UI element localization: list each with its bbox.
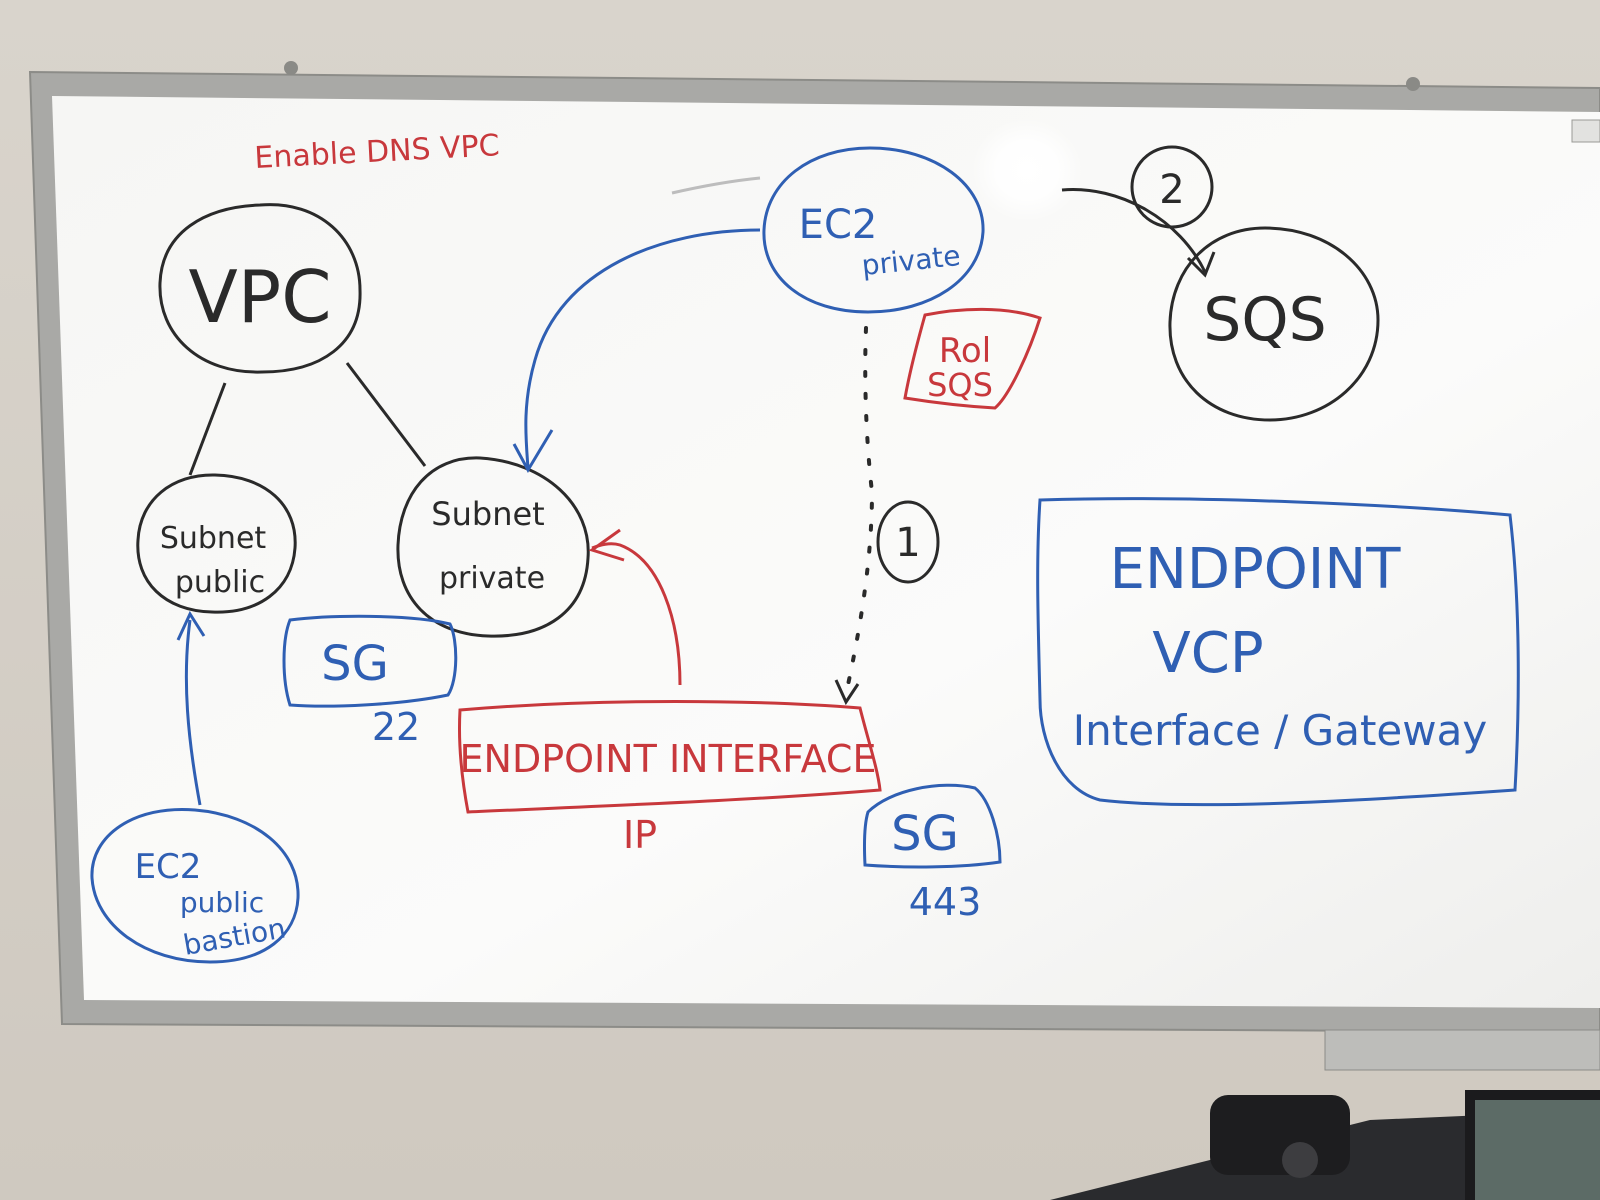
subnet-private-label-1: Subnet — [431, 495, 544, 533]
endpoint-box-line1: ENDPOINT — [1110, 537, 1402, 602]
ec2-public-label-2: public — [180, 886, 264, 919]
light-glare — [971, 118, 1083, 222]
endpoint-interface-label: ENDPOINT INTERFACE — [460, 737, 877, 781]
ec2-private-node: EC2 private — [762, 146, 985, 314]
endpoint-interface-sub: IP — [623, 813, 657, 857]
desk-equipment — [1050, 1090, 1600, 1200]
vpc-node: VPC — [158, 203, 362, 374]
endpoint-box-line2: VCP — [1152, 621, 1263, 686]
sg-left: SG 22 — [282, 614, 458, 749]
step-2-label: 2 — [1159, 167, 1184, 213]
mount-screw-left — [284, 61, 298, 75]
brand-sticker — [1571, 119, 1600, 143]
rol-sqs-label-1: Rol — [939, 331, 991, 371]
sg-right-label: SG — [891, 806, 959, 862]
webcam — [1210, 1095, 1350, 1175]
arrow-endpoint-to-subnet-private — [591, 542, 682, 686]
subnet-public-label-2: public — [175, 565, 265, 600]
whiteboard-surface — [52, 96, 1600, 1008]
arrow-ec2-public-head — [176, 610, 206, 641]
arrow-ec2-to-sqs-head — [1186, 251, 1216, 278]
endpoint-interface-box: ENDPOINT INTERFACE IP — [457, 700, 882, 857]
subnet-private-node: Subnet private — [396, 456, 590, 638]
arrow-ec2-to-subnet-private — [524, 228, 761, 469]
rol-sqs-box: Rol SQS — [903, 307, 1042, 410]
monitor-screen — [1475, 1100, 1600, 1200]
subnet-public-label-1: Subnet — [160, 521, 267, 556]
endpoint-info-box: ENDPOINT VCP Interface / Gateway — [1036, 497, 1520, 807]
sqs-node: SQS — [1168, 226, 1380, 422]
sg-left-label: SG — [321, 636, 389, 692]
sg-left-port: 22 — [372, 705, 420, 749]
arrow-ec2-to-subnet-private-head — [512, 429, 554, 474]
eraser-smudge — [671, 176, 761, 195]
vpc-label: VPC — [189, 255, 332, 339]
arrow-ec2-to-sqs — [1061, 188, 1207, 273]
ec2-public-label-1: EC2 — [135, 847, 202, 887]
ec2-private-label-1: EC2 — [799, 202, 878, 248]
arrow-ec2-public-to-subnet-public — [184, 619, 202, 806]
endpoint-box-line3: Interface / Gateway — [1073, 706, 1487, 755]
sqs-label: SQS — [1203, 285, 1326, 355]
rol-sqs-label-2: SQS — [927, 366, 993, 404]
subnet-private-label-2: private — [439, 561, 545, 596]
subnet-public-node: Subnet public — [136, 473, 297, 614]
dotted-path-ec2-to-endpoint — [844, 326, 875, 696]
dotted-path-head — [834, 679, 860, 706]
step-2-badge: 2 — [1130, 145, 1214, 229]
arrow-endpoint-head — [588, 528, 625, 562]
sg-right-port: 443 — [909, 880, 982, 924]
marker-tray — [1324, 1029, 1600, 1071]
edge-vpc-subnet-public — [188, 382, 227, 476]
webcam-lens — [1282, 1142, 1318, 1178]
mount-screw-right — [1406, 77, 1420, 91]
step-1-label: 1 — [895, 520, 920, 566]
step-1-badge: 1 — [876, 500, 940, 584]
edge-vpc-subnet-private — [345, 362, 427, 467]
sg-right: SG 443 — [862, 783, 1002, 924]
